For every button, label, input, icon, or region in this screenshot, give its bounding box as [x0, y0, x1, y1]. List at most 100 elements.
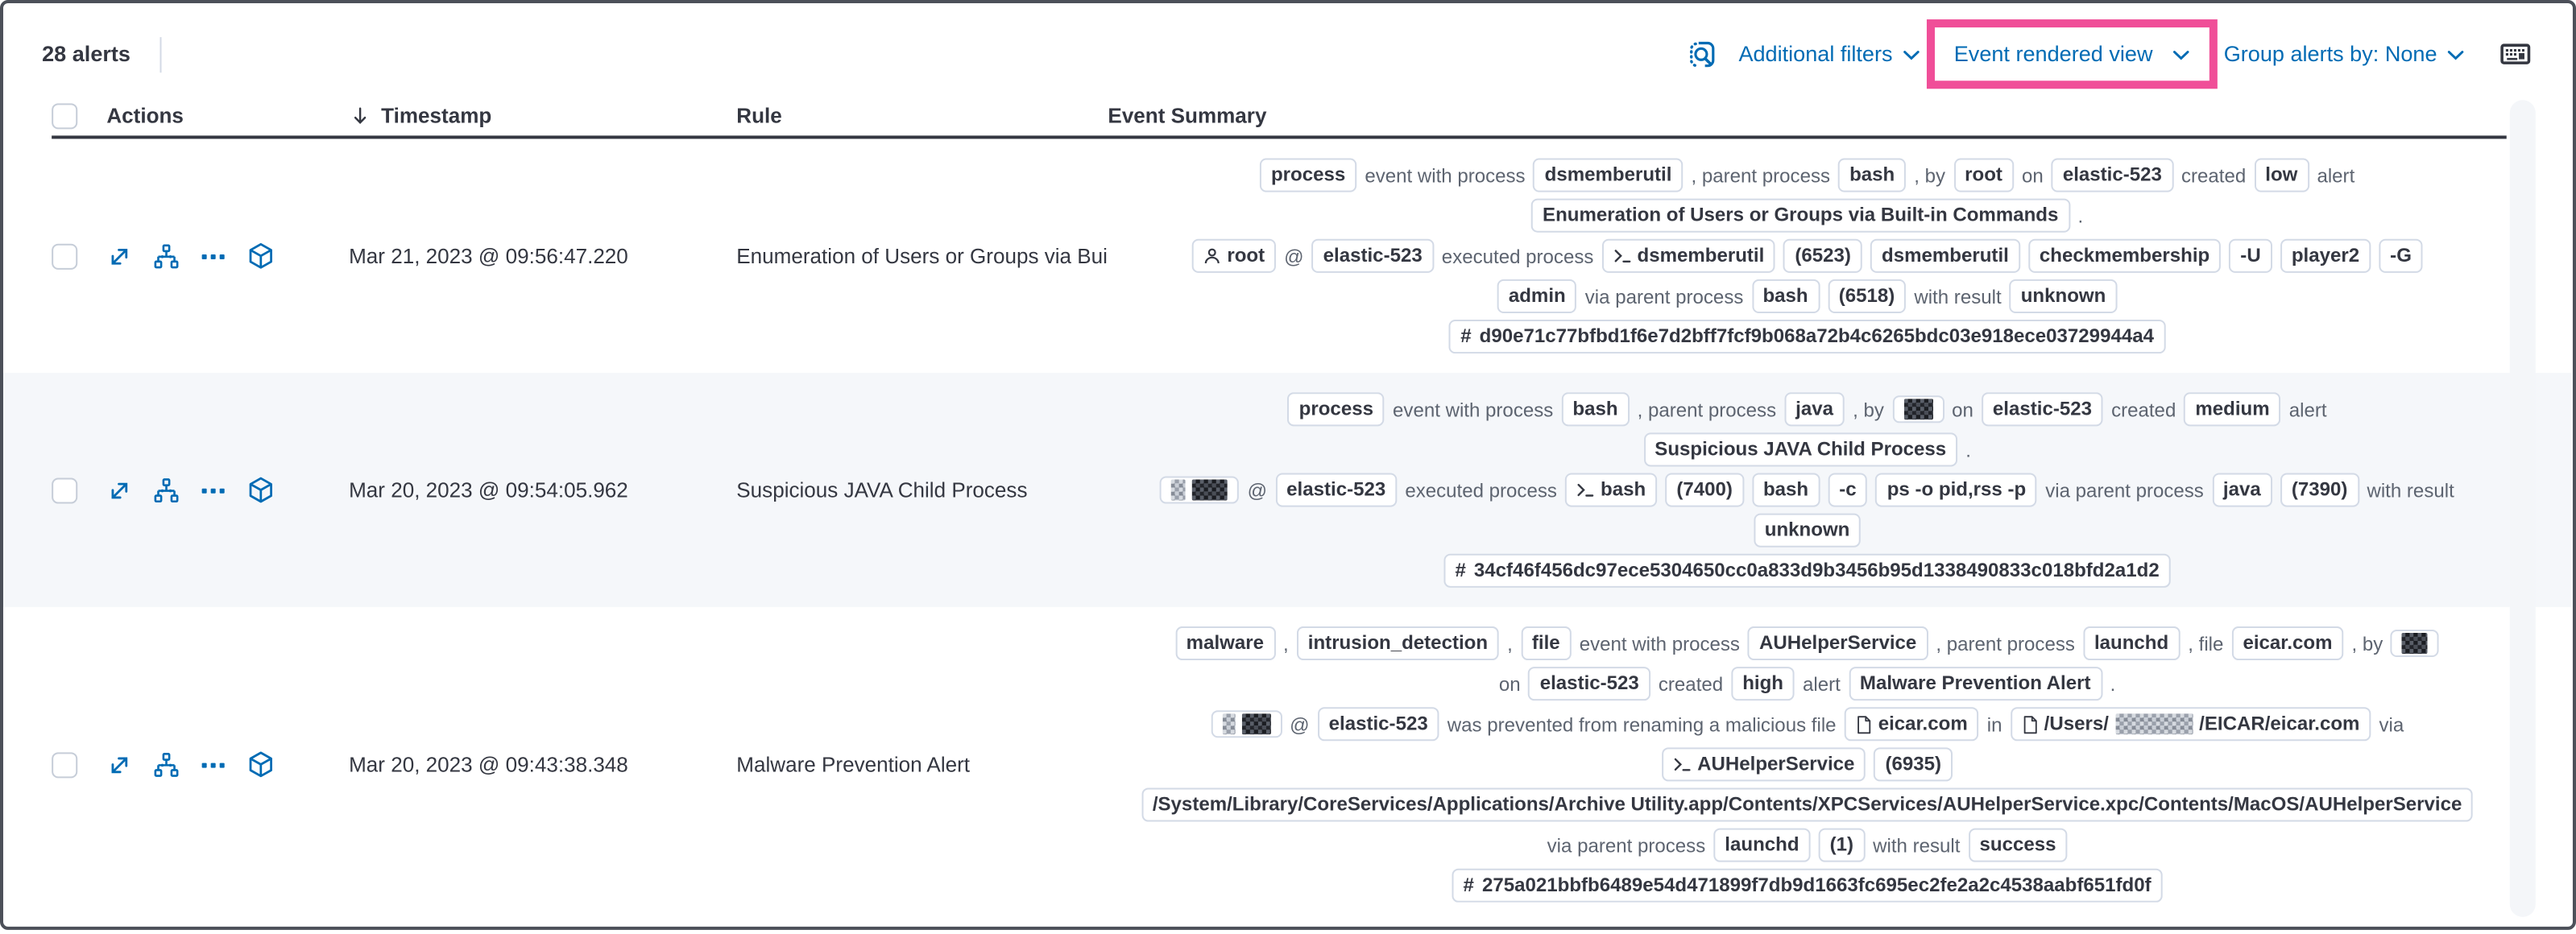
summary-badge[interactable]: (1)	[1818, 828, 1866, 862]
summary-badge[interactable]: (7400)	[1665, 473, 1744, 507]
group-alerts-by-button[interactable]: Group alerts by: None	[2224, 42, 2465, 66]
summary-text: event with process	[1579, 631, 1740, 655]
summary-badge[interactable]: AUHelperService	[1748, 626, 1928, 661]
additional-filters-button[interactable]: Additional filters	[1738, 42, 1920, 66]
summary-badge[interactable]: root	[1953, 158, 2014, 192]
summary-badge[interactable]: elastic-523	[1981, 392, 2104, 427]
summary-badge[interactable]: Malware Prevention Alert	[1848, 667, 2102, 701]
summary-badge[interactable]: root	[1191, 238, 1277, 273]
row-checkbox[interactable]	[52, 477, 78, 503]
summary-badge[interactable]: #34cf46f456dc97ece5304650cc0a833d9b3456b…	[1443, 553, 2171, 588]
summary-text: via parent process	[2045, 478, 2204, 502]
summary-badge[interactable]: elastic-523	[2051, 158, 2173, 192]
keyboard-shortcuts-icon[interactable]	[2500, 39, 2531, 69]
summary-badge[interactable]: -U	[2229, 238, 2272, 273]
summary-badge[interactable]: elastic-523	[1311, 238, 1434, 273]
summary-badge[interactable]: #275a021bbfb6489e54d471899f7db9d1663fc69…	[1452, 868, 2163, 903]
summary-badge[interactable]: checkmembership	[2027, 238, 2222, 273]
rule-name[interactable]: Suspicious JAVA Child Process	[736, 477, 1028, 502]
session-view-button[interactable]	[247, 476, 275, 503]
more-actions-button[interactable]	[201, 477, 226, 502]
summary-badge[interactable]: /System/Library/CoreServices/Application…	[1141, 787, 2474, 822]
summary-badge[interactable]	[1160, 476, 1240, 504]
select-all-checkbox[interactable]	[52, 102, 78, 129]
row-checkbox[interactable]	[52, 242, 78, 269]
terminal-icon	[1576, 481, 1594, 498]
redacted-value	[1192, 479, 1228, 501]
column-header-timestamp[interactable]: Timestamp	[349, 103, 736, 127]
summary-badge[interactable]: elastic-523	[1528, 667, 1650, 701]
summary-badge[interactable]	[2391, 629, 2440, 658]
summary-badge[interactable]: /Users//EICAR/eicar.com	[2010, 707, 2371, 742]
expand-button[interactable]	[106, 751, 132, 777]
session-view-button[interactable]	[247, 750, 275, 778]
more-actions-button[interactable]	[201, 751, 226, 777]
summary-badge[interactable]: eicar.com	[2231, 626, 2344, 661]
summary-badge[interactable]: bash	[1838, 158, 1907, 192]
summary-badge[interactable]: process	[1287, 392, 1385, 427]
vertical-scrollbar[interactable]	[2509, 100, 2536, 917]
summary-badge[interactable]: file	[1520, 626, 1572, 661]
column-header-event-summary: Event Summary	[1108, 103, 1267, 128]
redacted-value	[1171, 479, 1187, 501]
summary-badge[interactable]: bash	[1561, 392, 1630, 427]
summary-badge[interactable]: launchd	[1713, 828, 1811, 862]
summary-text: with result	[1914, 284, 2002, 308]
expand-button[interactable]	[106, 243, 132, 269]
summary-badge[interactable]: Enumeration of Users or Groups via Built…	[1530, 198, 2070, 233]
row-checkbox[interactable]	[52, 751, 78, 778]
summary-badge[interactable]: elastic-523	[1317, 707, 1439, 742]
summary-text: with result	[1873, 833, 1961, 857]
summary-badge[interactable]: java	[1784, 392, 1845, 427]
summary-badge[interactable]: elastic-523	[1275, 473, 1398, 507]
analyzer-button[interactable]	[153, 477, 179, 502]
inspect-icon[interactable]	[1687, 39, 1716, 68]
rule-name[interactable]: Malware Prevention Alert	[736, 752, 971, 777]
summary-badge[interactable]: launchd	[2082, 626, 2180, 661]
rule-name[interactable]: Enumeration of Users or Groups via Bui	[736, 243, 1108, 268]
summary-badge[interactable]: unknown	[2009, 279, 2118, 313]
summary-badge[interactable]: (7390)	[2280, 473, 2359, 507]
summary-badge[interactable]: eicar.com	[1844, 707, 1979, 742]
session-view-button[interactable]	[247, 242, 275, 270]
summary-badge[interactable]: malware	[1174, 626, 1276, 661]
summary-badge[interactable]: (6935)	[1874, 747, 1953, 782]
summary-badge[interactable]: -c	[1828, 473, 1868, 507]
summary-badge[interactable]: (6518)	[1827, 279, 1907, 313]
summary-line: unknown	[1753, 513, 1862, 548]
summary-badge[interactable]: ps -o pid,rss -p	[1875, 473, 2038, 507]
summary-badge[interactable]: admin	[1497, 279, 1577, 313]
analyzer-button[interactable]	[153, 243, 179, 269]
view-selector-button[interactable]: Event rendered view	[1954, 42, 2190, 66]
summary-badge[interactable]: -G	[2379, 238, 2423, 273]
summary-badge[interactable]: dsmemberutil	[1870, 238, 2020, 273]
summary-badge[interactable]: dsmemberutil	[1533, 158, 1684, 192]
summary-badge[interactable]: medium	[2184, 392, 2281, 427]
user-icon	[1203, 247, 1220, 265]
summary-badge[interactable]: AUHelperService	[1662, 747, 1866, 782]
summary-badge[interactable]	[1210, 710, 1282, 738]
summary-badge[interactable]: #d90e71c77bfbd1f6e7d2bff7fcf9b068a72b4c6…	[1449, 319, 2166, 354]
summary-badge[interactable]: bash	[1564, 473, 1658, 507]
summary-badge[interactable]: bash	[1751, 473, 1820, 507]
document-icon	[2022, 714, 2038, 734]
more-actions-button[interactable]	[201, 243, 226, 269]
summary-badge[interactable]: success	[1968, 828, 2068, 862]
summary-badge[interactable]: dsmemberutil	[1601, 238, 1776, 273]
summary-badge[interactable]: process	[1259, 158, 1357, 192]
summary-badge[interactable]: java	[2211, 473, 2272, 507]
summary-badge[interactable]: intrusion_detection	[1296, 626, 1500, 661]
summary-badge[interactable]: low	[2254, 158, 2309, 192]
summary-badge[interactable]: high	[1731, 667, 1795, 701]
summary-badge[interactable]: unknown	[1753, 513, 1862, 548]
summary-badge[interactable]: player2	[2280, 238, 2371, 273]
summary-badge[interactable]	[1891, 395, 1944, 424]
analyzer-button[interactable]	[153, 751, 179, 777]
summary-badge[interactable]: (6523)	[1783, 238, 1862, 273]
expand-button[interactable]	[106, 477, 132, 502]
summary-badge[interactable]: bash	[1751, 279, 1820, 313]
summary-badge[interactable]: Suspicious JAVA Child Process	[1643, 432, 1958, 467]
